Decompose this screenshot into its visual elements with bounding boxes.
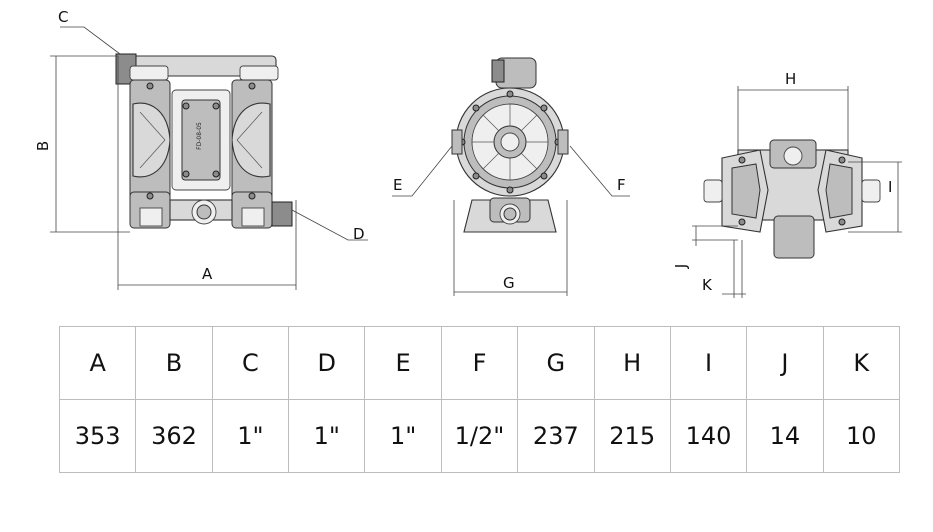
- header-cell: F: [440, 326, 519, 400]
- value-cell: 215: [593, 399, 671, 473]
- dimension-lines-top: [692, 86, 902, 298]
- value-cell: 14: [746, 399, 824, 473]
- label-e: E: [393, 176, 402, 194]
- header-cell: C: [211, 326, 290, 400]
- value-cell: 1": [211, 399, 290, 473]
- front-view: FD-08-05: [115, 53, 293, 229]
- side-view: [451, 57, 569, 233]
- header-cell: A: [58, 326, 137, 400]
- label-d: D: [353, 225, 365, 243]
- header-cell: J: [746, 326, 824, 400]
- label-k: K: [702, 276, 713, 294]
- value-cell: 1": [288, 399, 366, 473]
- label-c: C: [58, 8, 68, 26]
- header-cell: D: [288, 326, 366, 400]
- svg-text:FD-08-05: FD-08-05: [196, 122, 203, 150]
- header-cell: I: [669, 326, 748, 400]
- table-header-row: A B C D E F G H I J K: [58, 326, 901, 400]
- dimension-lines-front: [50, 26, 368, 290]
- header-cell: E: [364, 326, 442, 400]
- header-cell: H: [593, 326, 671, 400]
- value-cell: 1/2": [440, 399, 519, 473]
- label-h: H: [785, 70, 796, 88]
- value-cell: 353: [58, 399, 137, 473]
- pump-dimension-drawing: FD-08-05: [34, 8, 902, 298]
- table-values-row: 353 362 1" 1" 1" 1/2" 237 215 140 14 10: [58, 399, 901, 473]
- value-cell: 237: [517, 399, 595, 473]
- header-cell: B: [135, 326, 213, 400]
- label-f: F: [617, 176, 626, 194]
- dimension-lines-side: [392, 145, 630, 296]
- label-a: A: [202, 265, 213, 283]
- label-b: B: [34, 141, 52, 151]
- label-j: J: [672, 264, 690, 269]
- top-view: [703, 139, 881, 259]
- value-cell: 362: [135, 399, 213, 473]
- dimensions-table: A B C D E F G H I J K 353 362 1" 1" 1" 1…: [58, 326, 901, 473]
- header-cell: G: [517, 326, 595, 400]
- value-cell: 10: [822, 399, 901, 473]
- label-i: I: [888, 178, 892, 196]
- label-g: G: [503, 274, 515, 292]
- header-cell: K: [822, 326, 901, 400]
- value-cell: 140: [669, 399, 748, 473]
- value-cell: 1": [364, 399, 442, 473]
